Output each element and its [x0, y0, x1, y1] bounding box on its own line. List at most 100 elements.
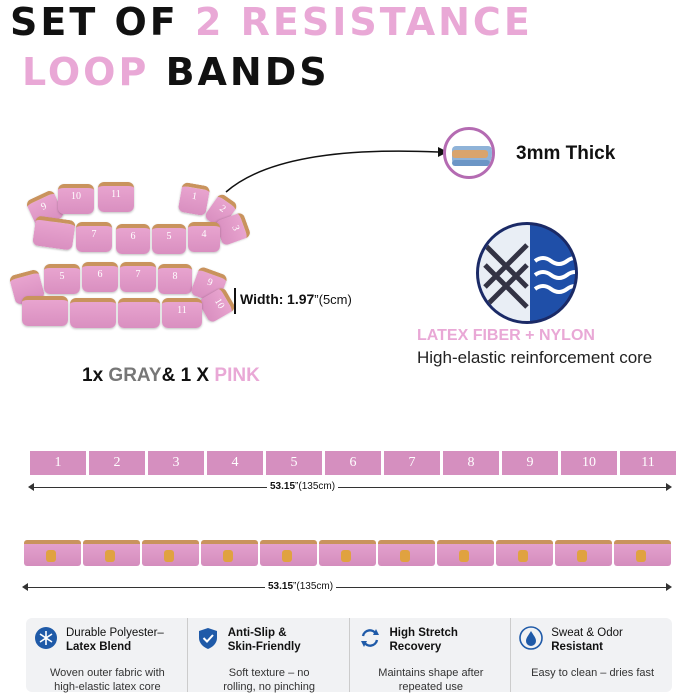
feature-title-line: Durable Polyester–	[66, 627, 164, 639]
band-number-square: 6	[325, 451, 381, 475]
band-number-square: 8	[443, 451, 499, 475]
width-title: Width:	[240, 291, 284, 307]
feature-desc: Woven outer fabric with high-elastic late…	[34, 666, 181, 694]
thickness-badge	[443, 127, 495, 179]
band-segment: 7	[76, 222, 112, 252]
loop-band-strip	[24, 540, 671, 566]
band-segment	[22, 296, 68, 326]
feature-desc-line: Woven outer fabric with	[50, 667, 165, 679]
exercise-figure-icon	[577, 550, 587, 562]
segment-number: 6	[130, 231, 136, 242]
woven-fiber-icon	[479, 225, 575, 321]
segment-number: 9	[205, 276, 215, 289]
segment-number: 7	[135, 269, 141, 280]
band-loop	[496, 540, 553, 566]
title-word-bands: BANDS	[165, 50, 330, 94]
exercise-figure-icon	[105, 550, 115, 562]
band-loop	[83, 540, 140, 566]
width-value: 1.97	[287, 291, 315, 307]
band-number-square: 10	[561, 451, 617, 475]
band-segment: 5	[44, 264, 80, 294]
band-loop	[201, 540, 258, 566]
band-segment: 5	[152, 224, 186, 254]
feature-desc: Easy to clean – dries fast	[519, 666, 666, 680]
straight-length-unit: ”(135cm)	[295, 481, 336, 492]
band-segment	[32, 215, 76, 251]
feature-desc-line: high-elastic latex core	[54, 681, 161, 693]
set-amp: & 1 X	[161, 365, 210, 386]
feature-desc-line: Maintains shape after	[378, 667, 484, 679]
fiber-title: LATEX FIBER + NYLON	[417, 327, 595, 344]
band-number-square: 5	[266, 451, 322, 475]
segment-number: 7	[91, 229, 97, 240]
features-bar: Durable Polyester–Latex Blend Woven oute…	[26, 618, 672, 694]
exercise-figure-icon	[341, 550, 351, 562]
width-unit: ”(5cm)	[314, 292, 352, 307]
loop-length-label: 53.15”(135cm)	[265, 581, 337, 592]
band-number-square: 9	[502, 451, 558, 475]
segment-number: 4	[201, 229, 207, 240]
straight-length-value: 53.15	[270, 481, 296, 492]
set-color-pink: PINK	[214, 365, 260, 386]
water-drop-icon	[519, 626, 544, 650]
band-number-square: 7	[384, 451, 440, 475]
feature-desc-line: Soft texture – no	[228, 667, 310, 679]
segment-number: 6	[97, 269, 103, 280]
looped-band-gray: 9 10 11 1 2 3 4 5 6 7	[20, 180, 252, 260]
loop-length-measure	[22, 583, 672, 591]
feature-title-line: Anti-Slip &	[227, 627, 287, 639]
set-contents-label: 1x GRAY& 1 X PINK	[82, 365, 260, 387]
exercise-figure-icon	[459, 550, 469, 562]
band-number-square: 2	[89, 451, 145, 475]
band-number-square: 4	[207, 451, 263, 475]
title-word-set-of: SET OF	[10, 0, 179, 44]
shield-check-icon	[198, 628, 217, 649]
band-number-square: 11	[620, 451, 676, 475]
woven-fabric-icon	[35, 627, 57, 649]
band-segment: 1	[177, 181, 211, 217]
feature-title-line: Resistant	[551, 641, 604, 653]
band-segment: 6	[116, 224, 150, 254]
segment-number: 2	[217, 203, 228, 215]
band-segment: 11	[162, 298, 202, 328]
feature-title-line: Sweat & Odor	[551, 627, 623, 639]
band-loop	[437, 540, 494, 566]
feature-desc-line: repeated use	[398, 681, 463, 693]
straight-length-measure	[28, 483, 672, 491]
fiber-subtitle: High-elastic reinforcement core	[417, 348, 653, 367]
segment-number: 5	[166, 231, 172, 242]
exercise-figure-icon	[223, 550, 233, 562]
title-word-resistance: 2 RESISTANCE	[194, 0, 533, 44]
looped-band-pink: 5 6 7 8 9 10 11	[8, 262, 237, 332]
band-segment: 6	[82, 262, 118, 292]
set-color-gray: GRAY	[108, 365, 162, 386]
exercise-figure-icon	[164, 550, 174, 562]
loop-length-unit: ”(135cm)	[293, 581, 334, 592]
segment-number: 5	[59, 271, 65, 282]
feature-desc-line: Easy to clean – dries fast	[531, 667, 655, 679]
band-loop	[378, 540, 435, 566]
title-line-1: SET OF 2 RESISTANCE	[10, 0, 533, 44]
exercise-figure-icon	[46, 550, 56, 562]
thickness-label: 3mm Thick	[516, 143, 616, 164]
band-loop	[24, 540, 81, 566]
segment-number: 10	[211, 296, 227, 311]
feature-title: Durable Polyester–Latex Blend	[66, 626, 181, 654]
curved-arrow-icon	[225, 147, 448, 193]
segment-number: 11	[177, 305, 187, 316]
band-loop	[142, 540, 199, 566]
straight-length-label: 53.15”(135cm)	[267, 481, 339, 492]
set-count-1: 1x	[82, 365, 104, 386]
feature-title-line: Recovery	[389, 641, 442, 653]
band-segment	[118, 298, 160, 328]
segment-number: 1	[191, 190, 198, 203]
fiber-core-badge	[476, 222, 578, 324]
feature-desc: Maintains shape after repeated use	[358, 666, 505, 694]
title-word-loop: LOOP	[22, 50, 150, 94]
loop-length-value: 53.15	[268, 581, 294, 592]
feature-title-line: High Stretch	[389, 627, 458, 639]
